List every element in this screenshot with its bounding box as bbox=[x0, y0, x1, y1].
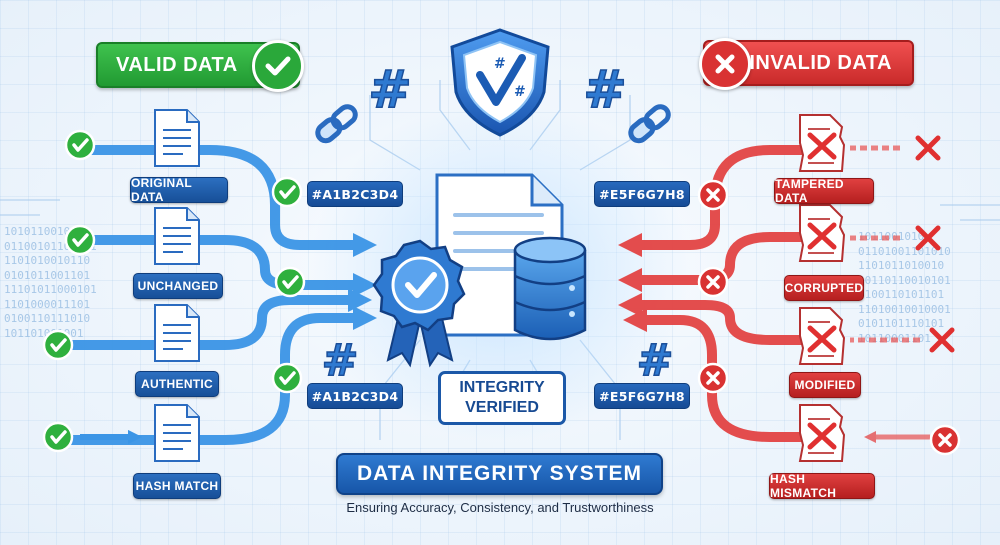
integrity-verified-line1: INTEGRITY bbox=[459, 379, 545, 396]
valid-item-label: HASH MATCH bbox=[133, 473, 221, 499]
tampered-document-icon bbox=[798, 204, 846, 262]
invalid-documents bbox=[798, 114, 846, 462]
check-circle-icon bbox=[271, 176, 303, 208]
valid-item-label: AUTHENTIC bbox=[135, 371, 219, 397]
hash-value-label: #E5F6G7H8 bbox=[594, 181, 690, 207]
integrity-verified-box: INTEGRITY VERIFIED bbox=[438, 371, 566, 425]
x-circle-icon bbox=[929, 424, 961, 456]
check-circle-icon bbox=[42, 421, 74, 453]
invalid-item-label: MODIFIED bbox=[789, 372, 861, 398]
valid-item-label: ORIGINAL DATA bbox=[130, 176, 228, 204]
diagram-title: DATA INTEGRITY SYSTEM bbox=[336, 453, 663, 495]
hash-icons: # # # # bbox=[321, 59, 674, 387]
document-icon bbox=[154, 404, 200, 462]
check-circle-icon bbox=[64, 129, 96, 161]
invalid-item-label: CORRUPTED bbox=[784, 275, 864, 301]
invalid-data-header: INVALID DATA bbox=[699, 38, 914, 90]
check-icons bbox=[42, 129, 306, 453]
shield-hash-text: # bbox=[514, 84, 526, 100]
x-circle-icon bbox=[697, 179, 729, 211]
valid-data-header-label: VALID DATA bbox=[116, 53, 238, 76]
hash-icon: # bbox=[368, 60, 412, 120]
document-icon bbox=[154, 207, 200, 265]
document-icon bbox=[154, 304, 200, 362]
shield-hash-text: # bbox=[494, 56, 506, 72]
document-icon bbox=[154, 109, 200, 167]
tampered-document-icon bbox=[798, 404, 846, 462]
chain-link-icon bbox=[628, 104, 671, 144]
invalid-item-label: HASH MISMATCH bbox=[769, 472, 875, 500]
hash-value-label: #E5F6G7H8 bbox=[594, 383, 690, 409]
hash-value-label: #A1B2C3D4 bbox=[307, 383, 403, 409]
valid-data-header: VALID DATA bbox=[96, 40, 304, 92]
shield-icon: # # bbox=[450, 28, 550, 137]
hash-icon: # bbox=[583, 60, 627, 120]
verified-badge-icon bbox=[372, 239, 466, 368]
x-circle-icon bbox=[699, 38, 751, 90]
diagram-subtitle: Ensuring Accuracy, Consistency, and Trus… bbox=[346, 500, 654, 515]
check-circle-icon bbox=[64, 224, 96, 256]
check-circle-icon bbox=[42, 329, 74, 361]
check-circle-icon bbox=[271, 362, 303, 394]
integrity-verified-line2: VERIFIED bbox=[465, 399, 539, 416]
check-circle-icon bbox=[252, 40, 304, 92]
hash-value-label: #A1B2C3D4 bbox=[307, 181, 403, 207]
valid-documents bbox=[154, 109, 200, 462]
hash-icon: # bbox=[637, 335, 674, 386]
database-icon bbox=[513, 236, 587, 341]
invalid-item-label: TAMPERED DATA bbox=[774, 177, 874, 205]
tampered-document-icon bbox=[798, 307, 846, 365]
hash-icon: # bbox=[322, 335, 359, 386]
x-icons bbox=[697, 135, 961, 456]
chain-link-icon bbox=[315, 104, 358, 144]
x-mark-icon bbox=[915, 135, 955, 353]
x-circle-icon bbox=[697, 362, 729, 394]
check-circle-icon bbox=[274, 266, 306, 298]
invalid-incoming-arrows bbox=[850, 145, 930, 444]
x-circle-icon bbox=[697, 266, 729, 298]
invalid-data-header-label: INVALID DATA bbox=[749, 51, 892, 74]
tampered-document-icon bbox=[798, 114, 846, 172]
valid-item-label: UNCHANGED bbox=[133, 273, 223, 299]
